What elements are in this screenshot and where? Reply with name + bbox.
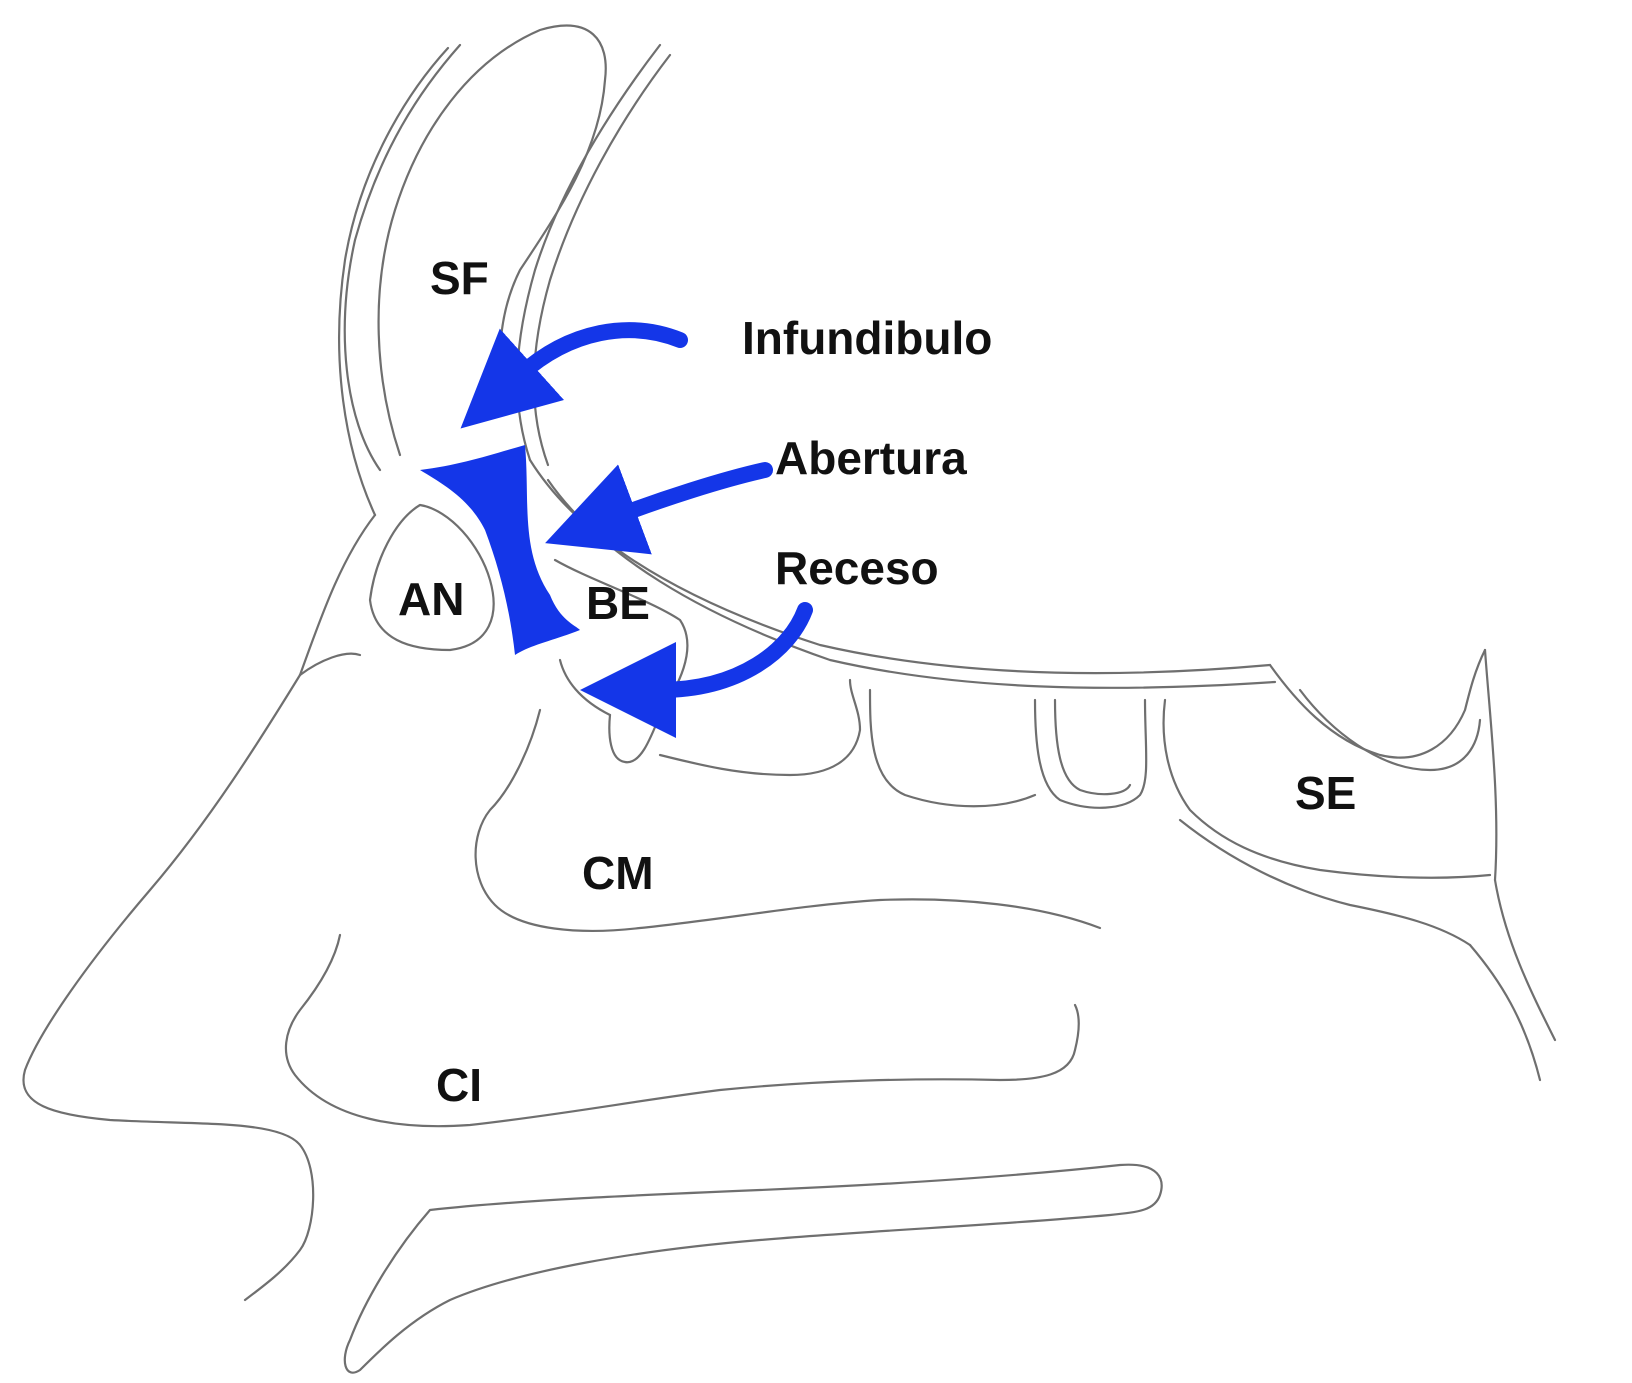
label-sf: SF	[430, 252, 489, 304]
sphenoid-sinus-outline	[1178, 648, 1557, 1082]
label-ci: CI	[436, 1059, 482, 1111]
agger-nasi-outline	[368, 503, 495, 652]
hard-palate-outline	[343, 1163, 1163, 1374]
label-cm: CM	[582, 847, 654, 899]
nose-profile-outline	[22, 673, 315, 1302]
inferior-turbinate-outline	[284, 933, 1080, 1128]
label-be: BE	[586, 577, 650, 629]
label-abertura: Abertura	[775, 432, 967, 484]
label-se: SE	[1295, 767, 1357, 819]
label-infundibulo: Infundibulo	[742, 312, 993, 364]
label-an: AN	[398, 573, 465, 625]
abertura-arrow	[545, 462, 773, 555]
label-receso: Receso	[775, 542, 939, 594]
frontal-recess-opening-shape	[420, 445, 580, 655]
ethmoid-cells-outline	[658, 678, 1492, 879]
infundibulo-arrow	[460, 322, 688, 429]
middle-turbinate-outline	[474, 708, 1102, 932]
receso-arrow	[580, 602, 813, 738]
frontal-bone-outline	[298, 43, 462, 677]
